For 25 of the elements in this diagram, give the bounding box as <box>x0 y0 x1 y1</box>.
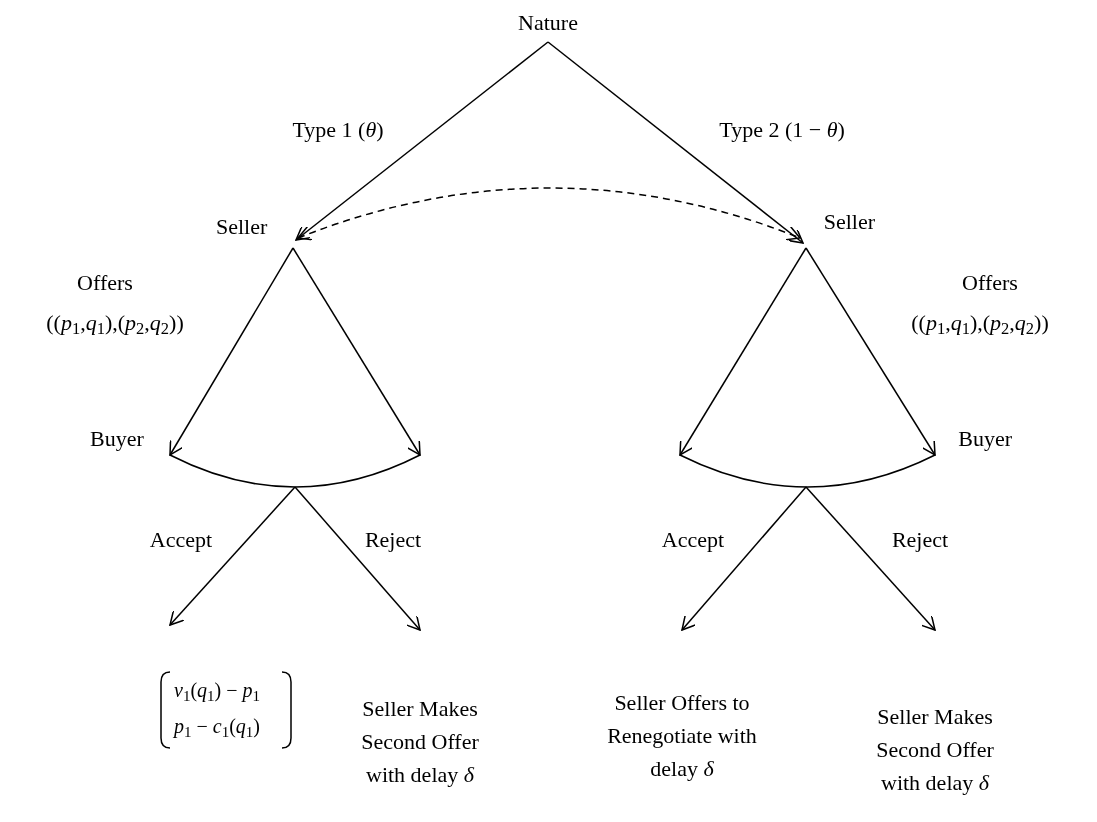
annotation-text: ((p$_{1}$,q$_{1}$),(p$_{2}$,q$_{2}$)) <box>46 309 184 337</box>
arrow <box>681 486 807 631</box>
node-label: Seller Makes Second Offer with delay δ <box>860 630 1010 800</box>
node-label: Nature <box>508 6 588 42</box>
arrow <box>679 247 807 456</box>
arrow <box>294 486 421 631</box>
arrow <box>169 486 296 626</box>
node-label: Seller Offers to Renegotiate with delay δ <box>607 630 757 786</box>
arrow <box>292 247 421 456</box>
arrow <box>547 41 804 244</box>
node-label: Seller Makes Second Offer with delay δ <box>345 630 495 792</box>
annotation-text: ((p$_{1}$,q$_{1}$),(p$_{2}$,q$_{2}$)) <box>911 309 1049 337</box>
node-label: Buyer <box>958 425 1012 453</box>
arrow <box>169 247 294 456</box>
node-label: Seller <box>800 205 875 249</box>
node-label: Seller <box>216 210 298 250</box>
node-label: Buyer <box>90 425 144 453</box>
payoff-expression: p$_{1}$ − c$_{1}$(q$_{1}$) <box>174 714 260 742</box>
arrow <box>295 41 549 241</box>
annotation-text: Offers <box>77 269 133 297</box>
dashed-arrow <box>297 187 801 241</box>
annotation-text: Offers <box>962 269 1018 297</box>
arrow <box>805 247 936 456</box>
arrow <box>805 486 936 631</box>
payoff-expression: v$_{1}$(q$_{1}$) − p$_{1}$ <box>174 678 260 706</box>
